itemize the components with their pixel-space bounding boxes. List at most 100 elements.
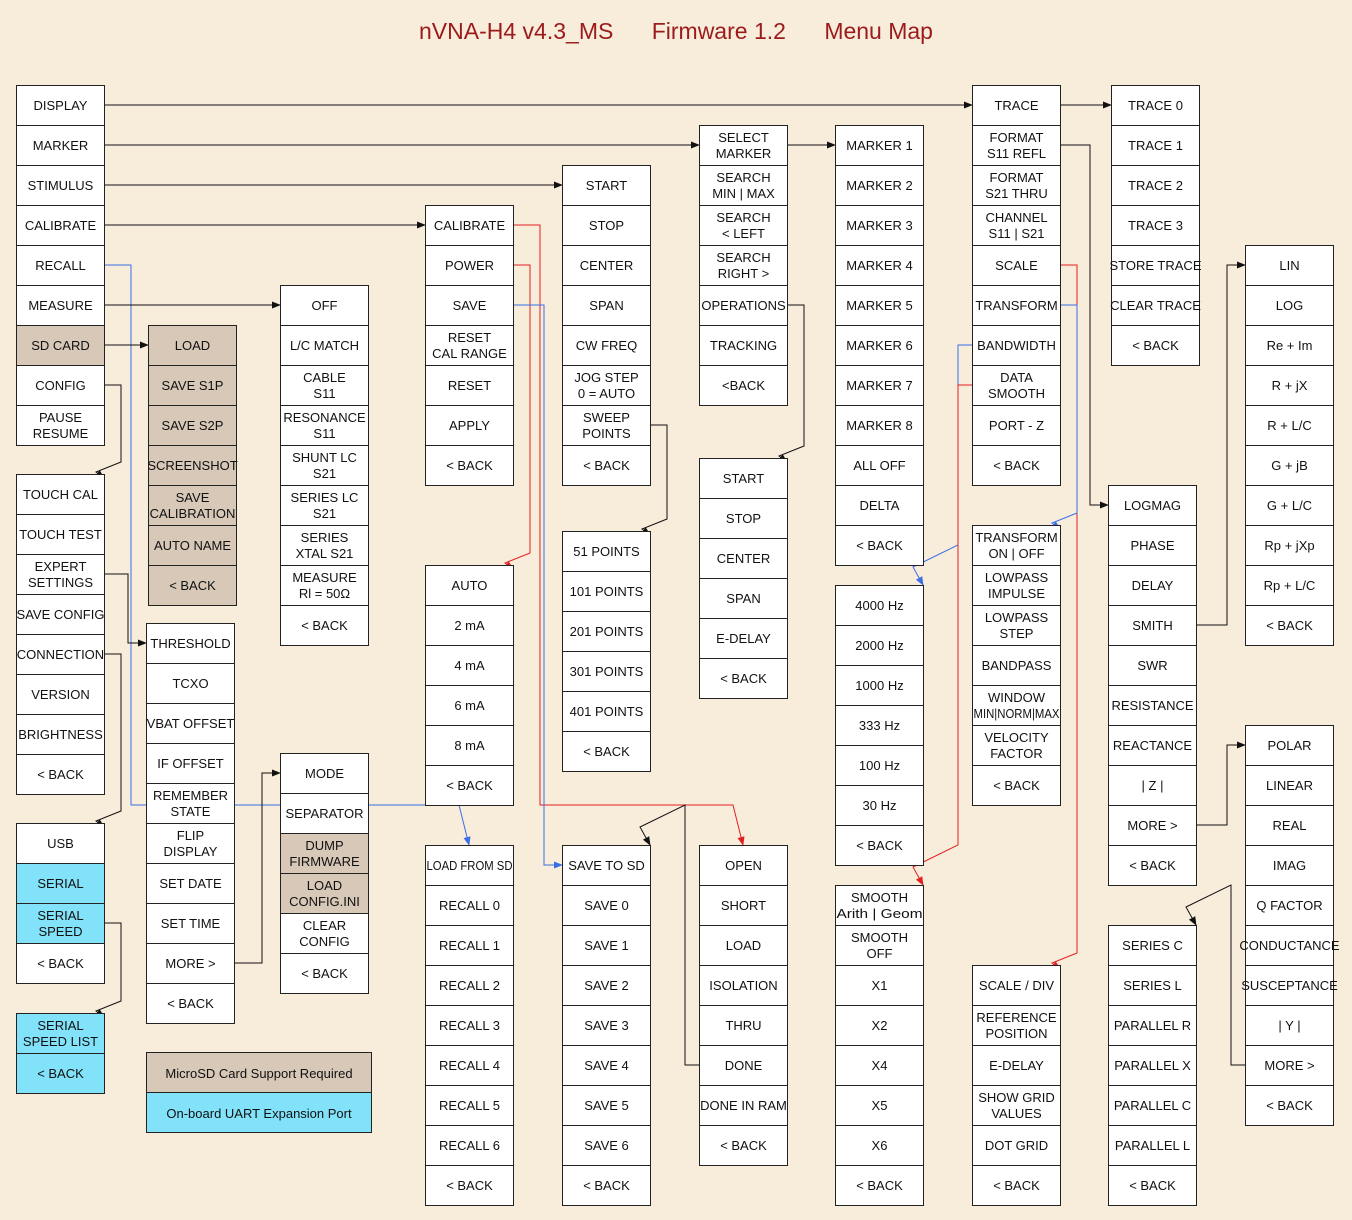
menu-item-recall-recall-3[interactable]: RECALL 3	[425, 1005, 514, 1046]
menu-item-box[interactable]	[835, 665, 924, 706]
menu-item-expert-more-separator[interactable]: SEPARATOR	[280, 793, 369, 834]
menu-item-smooth-x6[interactable]: X6	[835, 1125, 924, 1166]
menu-item-box[interactable]	[1108, 1085, 1197, 1126]
menu-item-box[interactable]	[699, 1125, 788, 1166]
menu-item-save-save-to-sd[interactable]: SAVE TO SD	[562, 845, 651, 886]
menu-item-save-save-4[interactable]: SAVE 4	[562, 1045, 651, 1086]
menu-item-config-touch-test[interactable]: TOUCH TEST	[16, 514, 105, 555]
menu-item-box[interactable]	[1245, 285, 1334, 326]
menu-item-polar-y[interactable]: | Y |	[1245, 1005, 1334, 1046]
menu-item-stimulus-span[interactable]: SPAN	[562, 285, 651, 326]
menu-item-cal-steps-short[interactable]: SHORT	[699, 885, 788, 926]
menu-item-box[interactable]	[699, 498, 788, 539]
menu-item-box[interactable]	[562, 365, 651, 406]
menu-item-box[interactable]	[972, 565, 1061, 606]
menu-item-sdcard-auto-name[interactable]: AUTO NAME	[148, 525, 237, 566]
menu-item-box[interactable]	[972, 685, 1061, 726]
menu-item-box[interactable]	[16, 125, 105, 166]
menu-item-markers-marker-5[interactable]: MARKER 5	[835, 285, 924, 326]
menu-item-box[interactable]	[425, 365, 514, 406]
menu-item-operations-center[interactable]: CENTER	[699, 538, 788, 579]
menu-item-main-config[interactable]: CONFIG	[16, 365, 105, 406]
menu-item-format-more-parallel-x[interactable]: PARALLEL X	[1108, 1045, 1197, 1086]
menu-item-box[interactable]	[972, 1045, 1061, 1086]
menu-item-box[interactable]	[425, 845, 514, 886]
menu-item-box[interactable]	[562, 691, 651, 732]
menu-item-markers-marker-1[interactable]: MARKER 1	[835, 125, 924, 166]
menu-item-box[interactable]	[425, 885, 514, 926]
menu-item-bandwidth-1000-hz[interactable]: 1000 Hz	[835, 665, 924, 706]
menu-item-save-save-2[interactable]: SAVE 2	[562, 965, 651, 1006]
menu-item-box[interactable]	[699, 965, 788, 1006]
menu-item-expert-back[interactable]: < BACK	[146, 983, 235, 1024]
menu-item-calibrate-save[interactable]: SAVE	[425, 285, 514, 326]
menu-item-main-marker[interactable]: MARKER	[16, 125, 105, 166]
menu-item-box[interactable]	[835, 885, 924, 926]
menu-item-connection-serial[interactable]: SERIAL	[16, 863, 105, 904]
menu-item-box[interactable]	[16, 863, 105, 904]
menu-item-box[interactable]	[562, 531, 651, 572]
menu-item-calibrate-reset[interactable]: RESET	[425, 365, 514, 406]
menu-item-box[interactable]	[280, 565, 369, 606]
menu-item-format-delay[interactable]: DELAY	[1108, 565, 1197, 606]
menu-item-polar-polar[interactable]: POLAR	[1245, 725, 1334, 766]
menu-item-stimulus-center[interactable]: CENTER	[562, 245, 651, 286]
menu-item-box[interactable]	[280, 953, 369, 994]
menu-item-box[interactable]	[1111, 325, 1200, 366]
menu-item-traces-trace-2[interactable]: TRACE 2	[1111, 165, 1200, 206]
menu-item-format-swr[interactable]: SWR	[1108, 645, 1197, 686]
menu-item-smith-rp-l-c[interactable]: Rp + L/C	[1245, 565, 1334, 606]
menu-item-polar-susceptance[interactable]: SUSCEPTANCE	[1241, 965, 1338, 1006]
menu-item-box[interactable]	[425, 1165, 514, 1206]
menu-item-box[interactable]	[1245, 365, 1334, 406]
menu-item-sdcard-save-s1p[interactable]: SAVE S1P	[148, 365, 237, 406]
menu-item-box[interactable]	[1108, 685, 1197, 726]
menu-item-config-touch-cal[interactable]: TOUCH CAL	[16, 474, 105, 515]
menu-item-box[interactable]	[1245, 605, 1334, 646]
menu-item-trace-menu-bandwidth[interactable]: BANDWIDTH	[972, 325, 1061, 366]
menu-item-box[interactable]	[562, 245, 651, 286]
menu-item-format-reactance[interactable]: REACTANCE	[1108, 725, 1197, 766]
menu-item-smith-back[interactable]: < BACK	[1245, 605, 1334, 646]
menu-item-box[interactable]	[425, 445, 514, 486]
menu-item-box[interactable]	[699, 458, 788, 499]
menu-item-serial-speed-back[interactable]: < BACK	[16, 1053, 105, 1094]
menu-item-box[interactable]	[16, 285, 105, 326]
menu-item-box[interactable]	[835, 1085, 924, 1126]
menu-item-traces-clear-trace[interactable]: CLEAR TRACE	[1110, 285, 1201, 326]
menu-item-box[interactable]	[1245, 525, 1334, 566]
menu-item-stimulus-stop[interactable]: STOP	[562, 205, 651, 246]
menu-item-box[interactable]	[562, 1005, 651, 1046]
menu-item-markers-marker-8[interactable]: MARKER 8	[835, 405, 924, 446]
menu-item-smith-log[interactable]: LOG	[1245, 285, 1334, 326]
menu-item-select-marker-back[interactable]: <BACK	[699, 365, 788, 406]
menu-item-box[interactable]	[280, 285, 369, 326]
menu-item-box[interactable]	[146, 663, 235, 704]
menu-item-smooth-x4[interactable]: X4	[835, 1045, 924, 1086]
menu-item-box[interactable]	[16, 554, 105, 595]
menu-item-box[interactable]	[148, 565, 237, 606]
menu-item-box[interactable]	[280, 605, 369, 646]
menu-item-trace-menu-scale[interactable]: SCALE	[972, 245, 1061, 286]
menu-item-points-back[interactable]: < BACK	[562, 731, 651, 772]
menu-item-box[interactable]	[699, 885, 788, 926]
menu-item-config-back[interactable]: < BACK	[16, 754, 105, 795]
menu-item-smith-r-l-c[interactable]: R + L/C	[1245, 405, 1334, 446]
menu-item-box[interactable]	[562, 325, 651, 366]
menu-item-box[interactable]	[148, 525, 237, 566]
menu-item-bandwidth-2000-hz[interactable]: 2000 Hz	[835, 625, 924, 666]
menu-item-box[interactable]	[16, 1013, 105, 1054]
menu-item-box[interactable]	[280, 525, 369, 566]
